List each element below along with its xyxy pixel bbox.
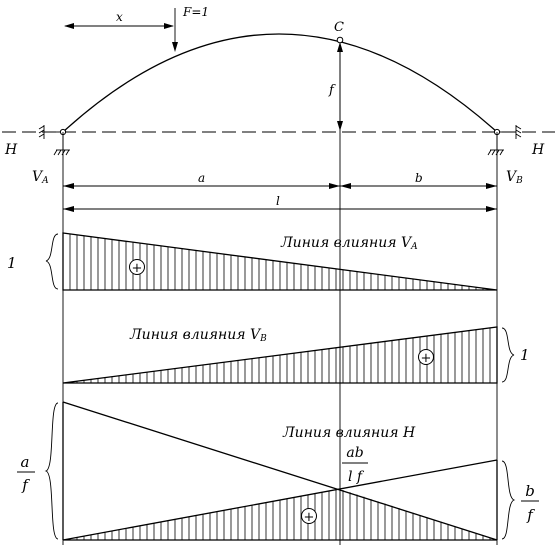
crown-label: C [334,20,344,35]
rise-label: f [328,83,336,98]
vb-outline [62,326,498,384]
h-right-brace [501,460,516,540]
va-brace [45,233,59,290]
svg-text:l f: l f [348,469,365,485]
svg-text:+: + [132,261,143,276]
vb-title: Линия влияния VB [129,327,267,344]
vb-value-label: 1 [520,346,530,364]
dim-a-label: a [198,171,205,185]
h-ray-left-base-to-right-top [62,459,498,541]
load-arrow-head [172,42,178,52]
svg-text:f: f [21,476,30,494]
svg-text:f: f [526,506,535,524]
h-plus-sign: + [301,508,317,525]
dim-l-label: l [276,194,280,208]
influence-line-vb: Линия влияния VB 1 + [62,326,530,384]
reaction-va-label: VA [32,169,49,186]
svg-text:+: + [421,351,432,366]
rise-arrow-bottom [337,121,343,131]
svg-text:ab: ab [346,445,363,461]
vb-brace [501,327,515,383]
va-plus-sign: + [129,259,145,276]
right-support [487,125,522,156]
reaction-vb-label: VB [506,169,523,186]
left-support [38,125,70,156]
svg-text:+: + [304,510,315,525]
thrust-right-label: H [531,142,545,158]
h-left-brace [44,402,59,540]
h-title: Линия влияния H [282,425,416,441]
crown-hinge [336,36,344,44]
va-title: Линия влияния VA [280,235,418,252]
svg-text:a: a [21,453,30,471]
thrust-left-label: H [4,142,18,158]
vb-plus-sign: + [418,349,434,366]
span-dimensions: a b l [62,132,498,545]
dim-b-label: b [415,171,423,185]
h-right-fraction: b f [521,482,539,524]
influence-line-h: Линия влияния H a f ab l f b f + [17,401,539,541]
influence-line-va: Линия влияния VA 1 + [7,232,498,291]
va-outline [62,232,498,291]
va-value-label: 1 [7,254,17,272]
load-label: F=1 [182,5,209,19]
h-ray-left-top-to-right-base [62,401,498,541]
rise-arrow-top [337,42,343,52]
h-mid-fraction: ab l f [342,445,368,485]
va-hatching [69,233,484,290]
vb-hatching [76,327,491,383]
h-left-fraction: a f [17,453,35,494]
x-label: x [116,10,123,24]
h-hatching [69,489,491,540]
arch-scheme: f C [2,5,555,545]
svg-text:b: b [525,482,535,500]
arch-curve [62,33,498,133]
